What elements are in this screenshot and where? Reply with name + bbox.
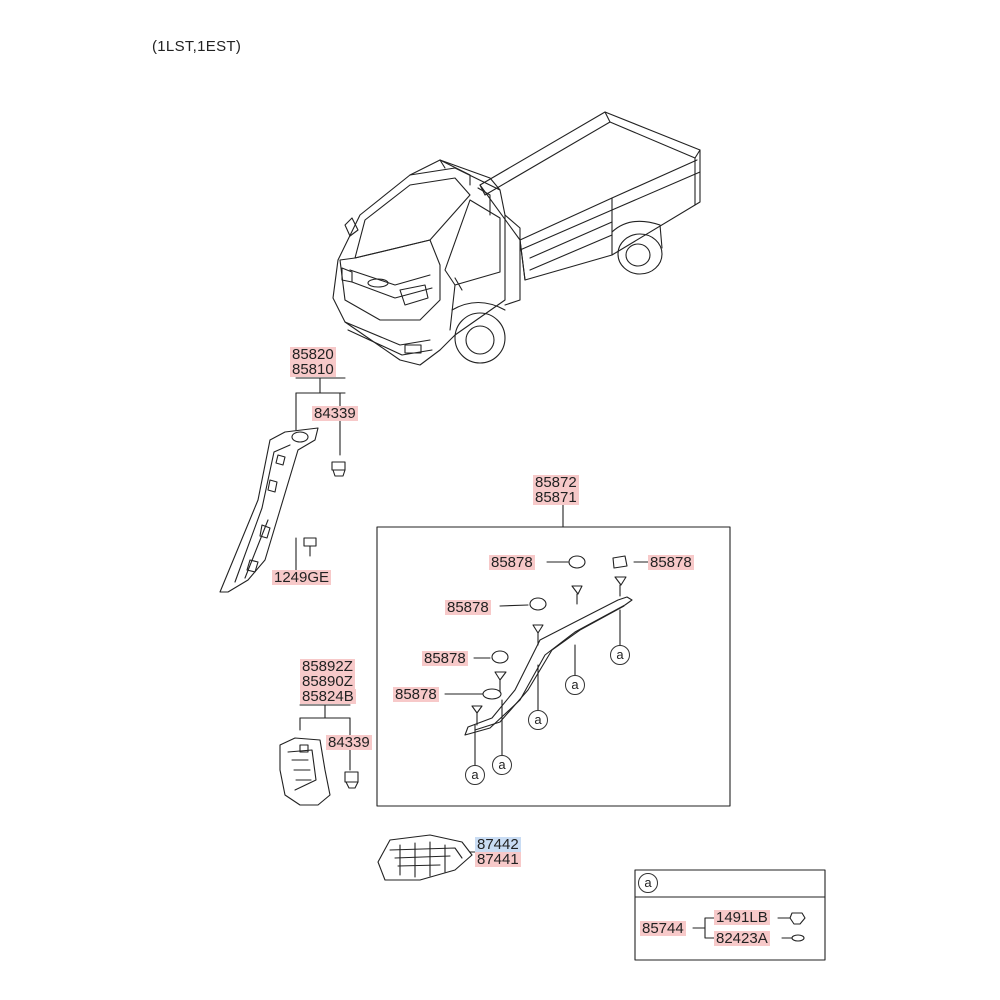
part-label-85878[interactable]: 85878 (445, 599, 491, 616)
lower-trim-drawing (279, 704, 359, 806)
a-pillar-trim-drawing (219, 377, 346, 593)
part-label-85878[interactable]: 85878 (393, 686, 439, 703)
part-label-85890Z[interactable]: 85890Z (300, 673, 355, 690)
part-label-85878[interactable]: 85878 (489, 554, 535, 571)
part-label-87442[interactable]: 87442 (475, 836, 521, 853)
assembly-box (376, 502, 731, 807)
part-label-85892Z[interactable]: 85892Z (300, 658, 355, 675)
part-label-85871[interactable]: 85871 (533, 489, 579, 506)
part-label-84339[interactable]: 84339 (312, 405, 358, 422)
part-label-1491LB[interactable]: 1491LB (714, 909, 770, 926)
ref-marker-a: a (528, 710, 548, 730)
part-label-85878[interactable]: 85878 (422, 650, 468, 667)
truck-illustration (332, 111, 701, 366)
part-label-85872[interactable]: 85872 (533, 474, 579, 491)
ref-marker-a: a (565, 675, 585, 695)
part-label-85820[interactable]: 85820 (290, 346, 336, 363)
bottom-cover-drawing (377, 834, 479, 881)
part-label-84339[interactable]: 84339 (326, 734, 372, 751)
legend-box (634, 869, 826, 961)
variant-note: (1LST,1EST) (152, 38, 242, 55)
ref-marker-a: a (610, 645, 630, 665)
part-label-85810[interactable]: 85810 (290, 361, 336, 378)
part-label-1249GE[interactable]: 1249GE (272, 569, 332, 586)
legend-ref-marker-a: a (638, 873, 658, 893)
ref-marker-a: a (465, 765, 485, 785)
part-label-85744[interactable]: 85744 (640, 920, 686, 937)
part-label-87441[interactable]: 87441 (475, 851, 521, 868)
part-label-85824B[interactable]: 85824B (300, 688, 356, 705)
ref-marker-a: a (492, 755, 512, 775)
part-label-85878[interactable]: 85878 (648, 554, 694, 571)
part-label-82423A[interactable]: 82423A (714, 930, 770, 947)
